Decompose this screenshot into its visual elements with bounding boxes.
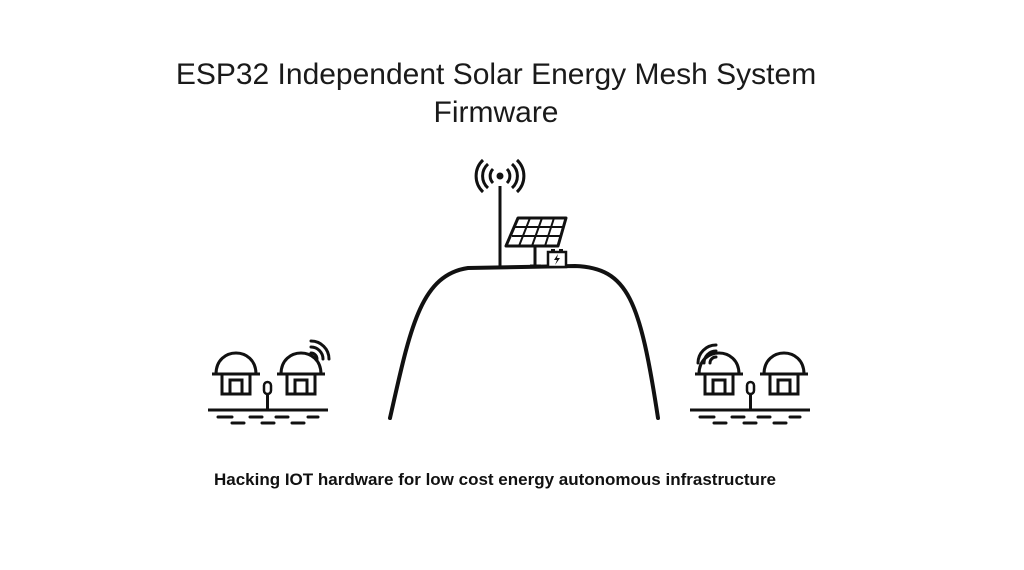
page-title: ESP32 Independent Solar Energy Mesh Syst…: [0, 56, 992, 132]
hill-icon: [388, 263, 660, 420]
solar-panel-icon: [504, 216, 568, 268]
left-village: [208, 339, 331, 425]
hut-icon: [758, 351, 810, 396]
hut-icon: [210, 351, 262, 396]
lamp-post-icon: [745, 380, 756, 410]
hut-icon: [693, 351, 745, 396]
title-line-1: ESP32 Independent Solar Energy Mesh Syst…: [175, 58, 817, 91]
title-line-2: Firmware: [433, 96, 559, 129]
radio-tower-icon: [474, 158, 526, 268]
battery-icon: [546, 249, 568, 269]
page-subtitle: Hacking IOT hardware for low cost energy…: [213, 470, 777, 489]
lamp-post-icon: [262, 380, 273, 410]
right-village: [690, 343, 810, 425]
